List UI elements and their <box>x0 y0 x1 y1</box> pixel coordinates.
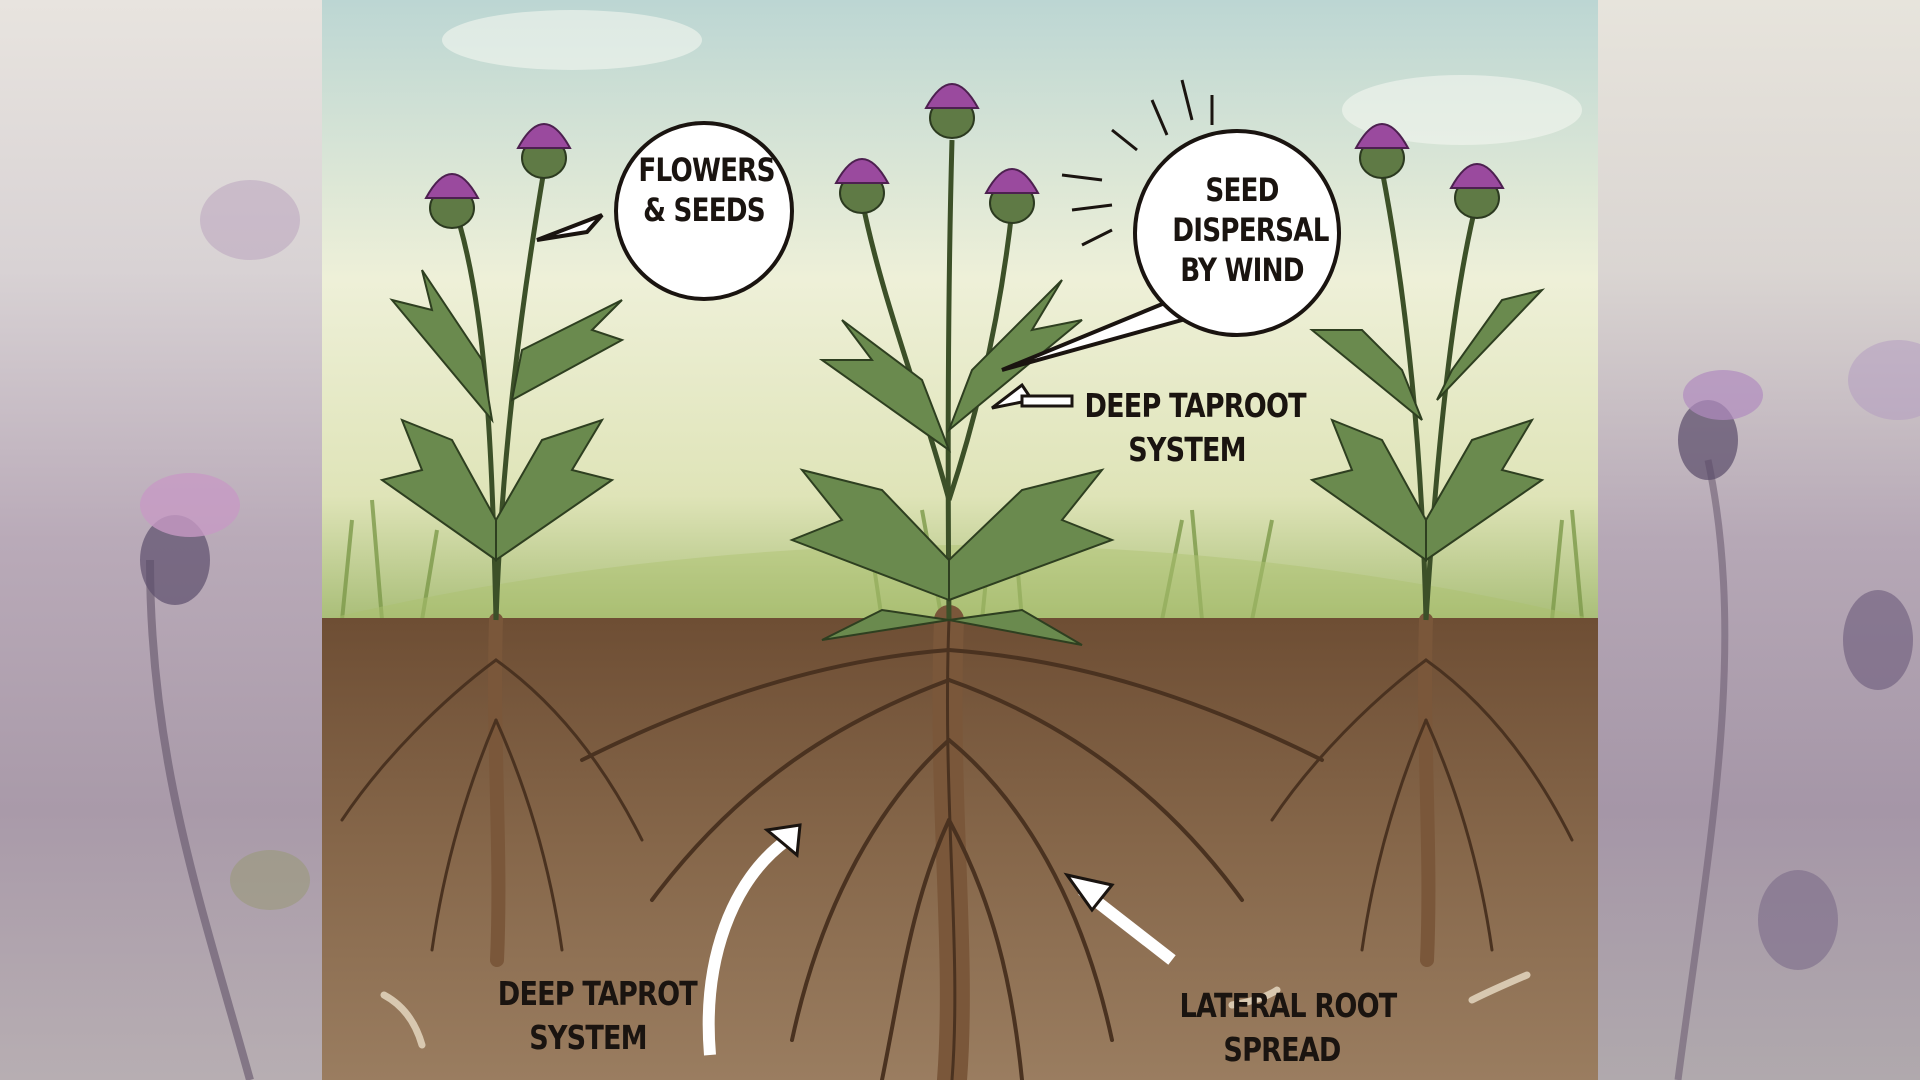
label-deep-taproot-upper: DEEP TAPROOT SYSTEM <box>1084 384 1307 472</box>
label-line: SYSTEM <box>1128 430 1246 469</box>
label-seed-dispersal: SEED DISPERSAL BY WIND <box>1172 170 1329 290</box>
wind-lines <box>1061 79 1214 247</box>
thistle-leaves <box>379 269 1546 646</box>
label-line: FLOWERS <box>638 151 775 189</box>
blurred-thistle-left-icon <box>140 180 310 1080</box>
label-line: & SEEDS <box>643 191 766 229</box>
worms <box>380 971 1531 1049</box>
blurred-thistle-right-icon <box>1674 340 1920 1080</box>
thistle-diagram: FLOWERS & SEEDS SEED DISPERSAL BY WIND D… <box>322 0 1598 1080</box>
label-line: DEEP TAPROT <box>497 974 698 1013</box>
label-line: BY WIND <box>1180 251 1304 289</box>
blurred-thistle-background-left <box>0 0 322 1080</box>
label-flowers-seeds: FLOWERS & SEEDS <box>638 150 775 230</box>
thistle-illustration <box>322 0 1598 1080</box>
label-line: DEEP TAPROOT <box>1084 386 1307 425</box>
callout-bubbles <box>536 121 1341 372</box>
label-lateral-root: LATERAL ROOT SPREAD <box>1179 984 1398 1072</box>
label-line: SYSTEM <box>529 1018 647 1057</box>
label-deep-taproot-lower: DEEP TAPROT SYSTEM <box>497 972 698 1060</box>
blurred-thistle-background-right <box>1598 0 1920 1080</box>
label-line: SPREAD <box>1223 1030 1341 1069</box>
label-line: LATERAL ROOT <box>1179 986 1398 1025</box>
label-line: DISPERSAL <box>1172 211 1329 249</box>
arrows <box>702 382 1176 1056</box>
label-line: SEED <box>1205 171 1279 209</box>
roots <box>340 605 1574 1080</box>
